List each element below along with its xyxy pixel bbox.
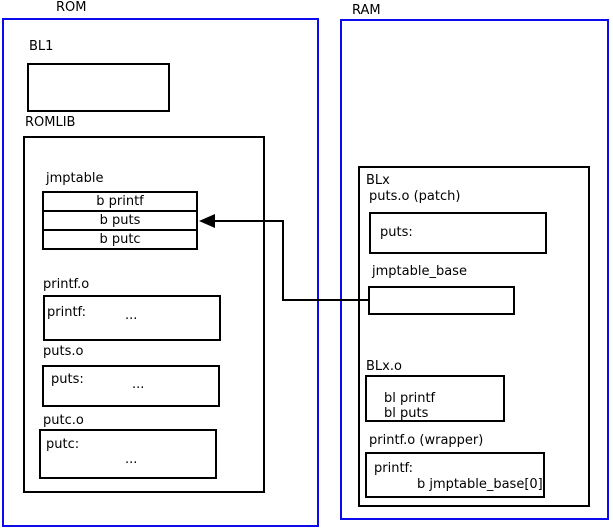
ram-label: RAM — [352, 3, 381, 18]
blx-label: BLx — [366, 173, 390, 188]
jmptable-base-label: jmptable_base — [372, 264, 467, 279]
putc-o-box: putc: ... — [39, 429, 217, 479]
romlib-label: ROMLIB — [25, 115, 76, 130]
rom-label: ROM — [56, 0, 87, 15]
printf-wrapper-symbol: printf: — [374, 461, 414, 476]
printf-o-box: printf: ... — [43, 295, 221, 341]
blx-o-box: bl printf bl puts — [365, 375, 505, 422]
puts-o-box: puts: ... — [42, 365, 220, 407]
puts-o-body: ... — [132, 377, 145, 392]
blx-o-line-printf: bl printf — [384, 391, 436, 406]
puts-patch-box: puts: — [369, 212, 547, 254]
printf-o-label: printf.o — [43, 277, 90, 292]
printf-o-body: ... — [125, 308, 138, 323]
jmptable-entry-puts: b puts — [44, 212, 196, 231]
putc-o-label: putc.o — [43, 413, 84, 428]
puts-patch-label: puts.o (patch) — [369, 189, 461, 204]
jmptable-box: b printf b puts b putc — [42, 191, 198, 250]
puts-o-symbol: puts: — [51, 372, 84, 387]
printf-wrapper-body: b jmptable_base[0] — [417, 477, 543, 492]
jmptable-base-box — [368, 286, 515, 315]
jmptable-entry-putc: b putc — [99, 232, 141, 247]
putc-o-symbol: putc: — [46, 437, 80, 452]
blx-o-label: BLx.o — [366, 359, 402, 374]
blx-o-line-puts: bl puts — [384, 406, 429, 421]
bl1-label: BL1 — [29, 39, 54, 54]
puts-patch-symbol: puts: — [380, 225, 413, 240]
jmptable-entry-printf: b printf — [44, 193, 196, 212]
printf-wrapper-label: printf.o (wrapper) — [369, 433, 484, 448]
putc-o-body: ... — [125, 452, 138, 467]
bl1-box — [27, 63, 170, 112]
jmptable-label: jmptable — [46, 171, 104, 186]
printf-wrapper-box: printf: b jmptable_base[0] — [365, 452, 545, 498]
printf-o-symbol: printf: — [47, 305, 87, 320]
puts-o-label: puts.o — [43, 344, 84, 359]
